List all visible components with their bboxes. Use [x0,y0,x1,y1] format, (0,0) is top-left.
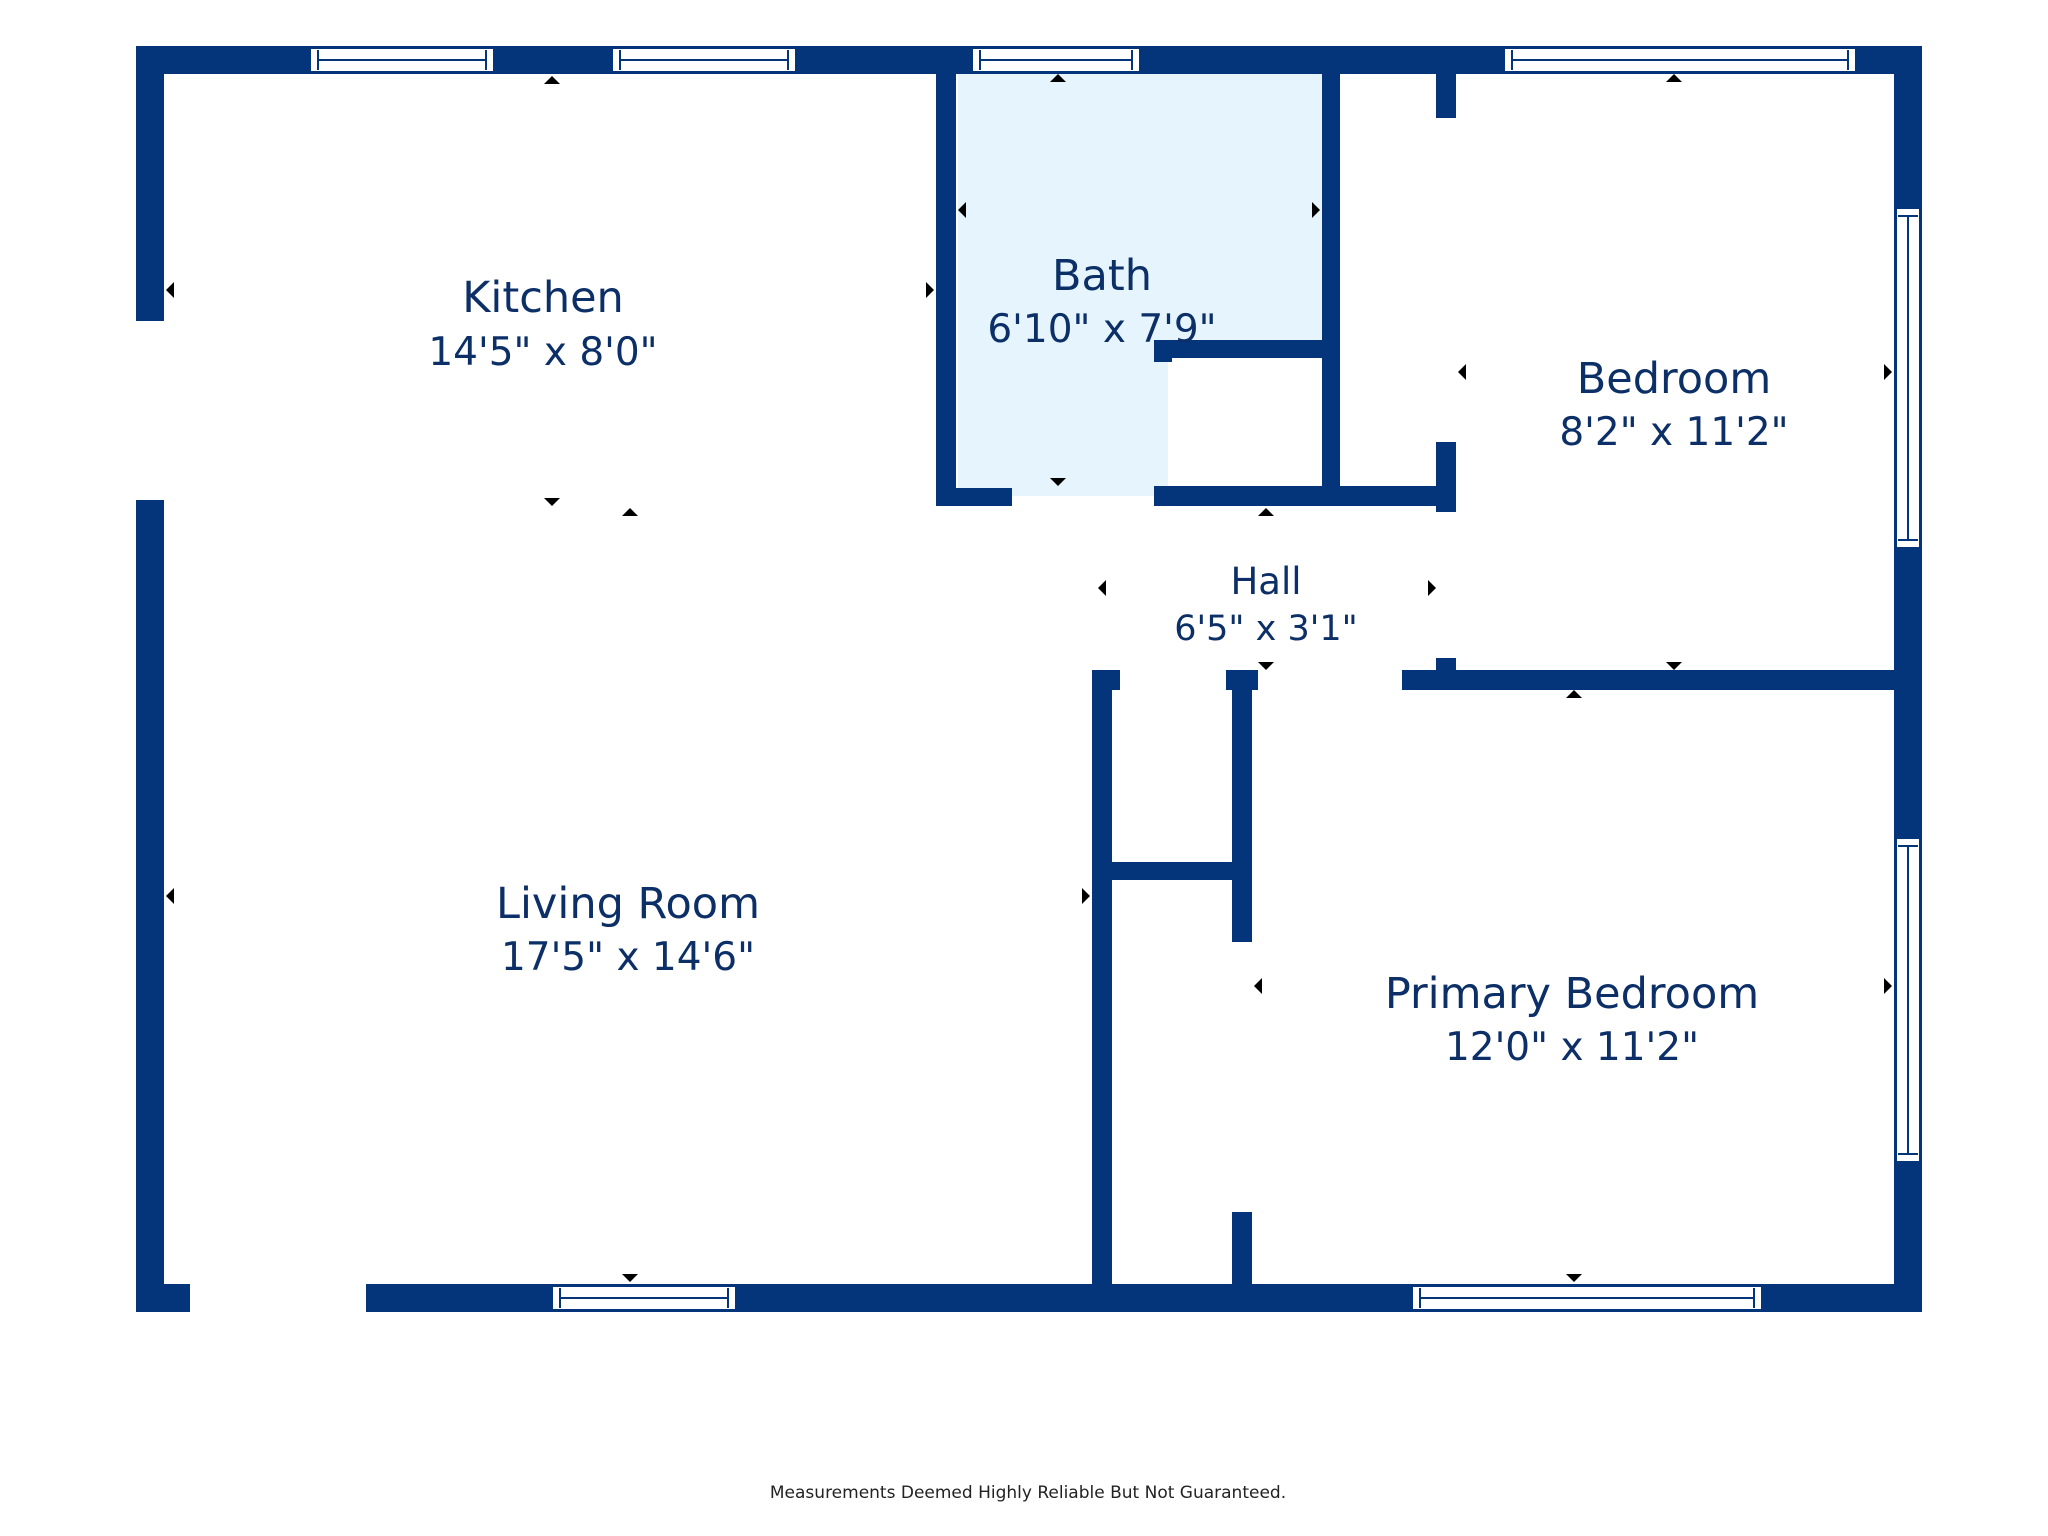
wall-bedroom-bottom [1402,670,1922,690]
window-primary-right [1895,837,1921,1163]
disclaimer-text: Measurements Deemed Highly Reliable But … [770,1483,1286,1503]
room-kitchen-name: Kitchen [462,273,624,323]
room-living-room-dims: 17'5" x 14'6" [501,935,755,980]
marker-living-top [622,508,638,516]
room-primary-bedroom-dims: 12'0" x 11'2" [1445,1025,1699,1070]
marker-bedroom-left [1458,364,1466,380]
wall-bath-bottom-right [1154,486,1444,506]
wall-bath-closet-left [1154,340,1172,362]
window-bedroom-top [1503,47,1857,73]
room-primary-bedroom: Primary Bedroom 12'0" x 11'2" [1385,969,1759,1070]
room-bath-dims: 6'10" x 7'9" [987,307,1216,352]
room-kitchen: Kitchen 14'5" x 8'0" [428,273,657,375]
room-kitchen-dims: 14'5" x 8'0" [428,330,657,375]
wall-exterior-left-upper [136,46,164,321]
marker-living-left [166,888,174,904]
wall-exterior-bottom-left [136,1284,190,1312]
window-kitchen-1 [309,47,495,73]
bath-closet-floor [1168,354,1324,496]
marker-hall-left [1098,580,1106,596]
wall-bedroom-left-mid [1436,442,1456,512]
marker-living-bottom [622,1274,638,1282]
marker-hall-bottom [1258,662,1274,670]
marker-bath-bottom [1050,478,1066,486]
window-living-bottom [551,1285,737,1311]
window-bedroom-right [1895,207,1921,549]
wall-closet-divider [1092,862,1252,880]
marker-hall-right [1428,580,1436,596]
window-bath [971,47,1141,73]
marker-bath-left [958,202,966,218]
wall-bedroom-left-upper [1436,70,1456,118]
marker-kitchen-right [926,282,934,298]
marker-bedroom-top [1666,74,1682,82]
windows [309,47,1921,1311]
room-bedroom-dims: 8'2" x 11'2" [1559,410,1788,455]
room-living-room-name: Living Room [496,879,760,929]
wall-bath-closet-top [1154,340,1334,358]
room-bath-name: Bath [1052,251,1152,301]
marker-kitchen-left [166,282,174,298]
room-bedroom: Bedroom 8'2" x 11'2" [1559,354,1788,455]
room-bedroom-name: Bedroom [1577,354,1772,404]
window-primary-bottom [1411,1285,1763,1311]
marker-kitchen-bottom [544,498,560,506]
wall-bath-right [1322,70,1340,506]
marker-primary-top [1566,690,1582,698]
wall-bath-bottom-left [936,488,1012,506]
dimension-markers [166,74,1892,1282]
marker-primary-bottom [1566,1274,1582,1282]
room-hall-name: Hall [1230,560,1301,603]
marker-bath-right [1312,202,1320,218]
room-hall-dims: 6'5" x 3'1" [1174,609,1357,649]
marker-living-right [1082,888,1090,904]
marker-hall-top [1258,508,1274,516]
wall-primary-left-lower [1232,1212,1252,1312]
wall-primary-left-upper [1232,670,1252,942]
marker-bedroom-right [1884,364,1892,380]
marker-bath-top [1050,74,1066,82]
room-hall: Hall 6'5" x 3'1" [1174,560,1357,649]
marker-kitchen-top [544,76,560,84]
room-living-room: Living Room 17'5" x 14'6" [496,879,760,980]
marker-primary-right [1884,978,1892,994]
room-bath: Bath 6'10" x 7'9" [987,251,1216,352]
wall-exterior-left-lower [136,500,164,1312]
marker-bedroom-bottom [1666,662,1682,670]
wall-kitchen-bath [936,70,956,506]
window-kitchen-2 [611,47,797,73]
room-primary-bedroom-name: Primary Bedroom [1385,969,1759,1019]
marker-primary-left [1254,978,1262,994]
wall-living-closets [1092,670,1112,1312]
